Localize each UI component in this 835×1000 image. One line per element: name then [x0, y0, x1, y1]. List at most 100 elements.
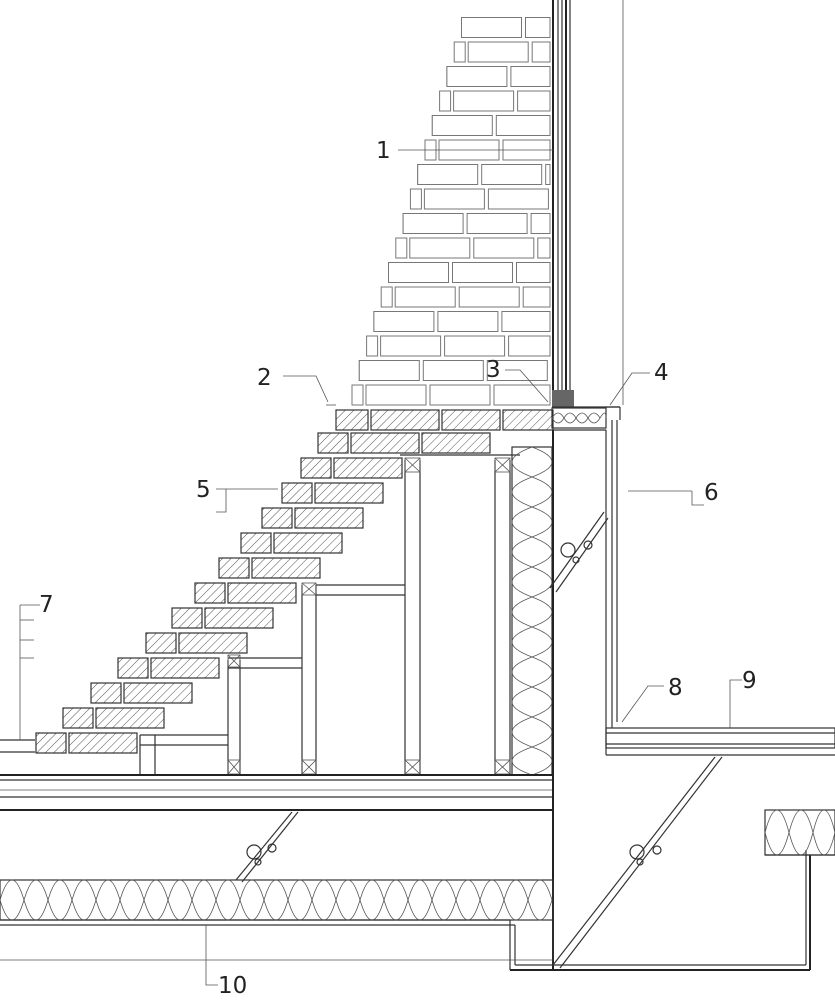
brick: [431, 115, 493, 136]
hatched-brick: [251, 557, 321, 579]
hatched-brick: [300, 457, 332, 479]
brick: [388, 262, 449, 283]
hatched-brick: [204, 607, 274, 629]
hatched-brick: [240, 532, 272, 554]
brick: [422, 360, 484, 381]
brick: [358, 360, 420, 381]
brick: [351, 384, 364, 406]
brick: [453, 90, 515, 112]
brick: [394, 286, 456, 308]
brick: [409, 237, 471, 259]
floor-slab: [605, 727, 835, 749]
brick: [537, 237, 551, 259]
brick: [409, 188, 422, 210]
window-frame: [552, 0, 624, 408]
brick: [545, 164, 551, 185]
hatched-brick: [227, 582, 297, 604]
brick: [439, 90, 452, 112]
hatched-brick: [441, 409, 501, 431]
callout-2: 2: [257, 365, 272, 391]
brick: [525, 17, 551, 38]
hatched-brick: [294, 507, 364, 529]
brick: [473, 237, 535, 259]
hatched-brick: [123, 682, 193, 704]
brick: [446, 66, 508, 87]
insulation-batt: [0, 879, 553, 902]
insulation-batt: [530, 446, 553, 776]
brick: [516, 262, 551, 283]
brick: [453, 41, 466, 63]
brick: [481, 164, 543, 185]
callout-labels: 1 2 3 4 5 6 7 8 9 10: [39, 138, 757, 999]
callout-9: 9: [742, 668, 757, 694]
brick: [530, 213, 551, 234]
hatched-brick: [273, 532, 343, 554]
insulation-batt: [764, 809, 835, 835]
brick: [380, 335, 442, 357]
callout-5: 5: [196, 477, 211, 503]
brick: [417, 164, 479, 185]
brick: [467, 41, 529, 63]
hatched-brick: [421, 432, 491, 454]
callout-4: 4: [654, 360, 669, 386]
brick: [458, 286, 520, 308]
brick: [466, 213, 528, 234]
sill-insulation: [551, 406, 621, 429]
insulation-batt: [764, 830, 835, 856]
brick: [366, 335, 379, 357]
brick: [486, 360, 548, 381]
hatched-brick: [502, 409, 554, 431]
hatched-brick: [150, 657, 220, 679]
hatched-brick: [335, 409, 369, 431]
hatched-brick: [333, 457, 403, 479]
brick: [510, 66, 551, 87]
callout-10: 10: [218, 973, 247, 999]
insulation-batt: [511, 446, 534, 776]
brick: [461, 17, 522, 38]
hatched-brick: [194, 582, 226, 604]
brick: [531, 41, 551, 63]
structure-outline: [0, 420, 835, 971]
brick: [452, 262, 513, 283]
brick: [444, 335, 506, 357]
hatched-brick: [218, 557, 250, 579]
brick: [365, 384, 427, 406]
hatched-brick: [171, 607, 203, 629]
vertical-insulation: [511, 446, 553, 776]
hatched-brick: [90, 682, 122, 704]
brick: [493, 384, 551, 406]
brick: [429, 384, 491, 406]
hatched-brick: [95, 707, 165, 729]
hatched-brick: [314, 482, 384, 504]
hatched-brick-corbel: [35, 409, 554, 754]
brick: [522, 286, 551, 308]
brick: [437, 311, 499, 332]
insulation-batt: [0, 898, 553, 921]
brick: [501, 311, 551, 332]
hatched-brick: [117, 657, 149, 679]
anchor-ties: [235, 511, 723, 969]
hatched-brick: [145, 632, 177, 654]
hatched-brick: [261, 507, 293, 529]
brick: [487, 188, 549, 210]
leader-lines: [19, 149, 742, 986]
brick: [495, 115, 551, 136]
callout-8: 8: [668, 675, 683, 701]
hatched-brick: [350, 432, 420, 454]
hatched-brick: [68, 732, 138, 754]
callout-6: 6: [704, 480, 719, 506]
brick: [517, 90, 551, 112]
brick: [395, 237, 408, 259]
hatched-brick: [62, 707, 94, 729]
brick: [423, 188, 485, 210]
hatched-brick: [370, 409, 440, 431]
hatched-brick: [281, 482, 313, 504]
brick: [373, 311, 435, 332]
upper-brick-wall: [351, 17, 551, 406]
brick: [508, 335, 551, 357]
callout-3: 3: [486, 357, 501, 383]
callout-7: 7: [39, 592, 54, 618]
horizontal-insulation: [0, 809, 835, 921]
brick: [380, 286, 393, 308]
